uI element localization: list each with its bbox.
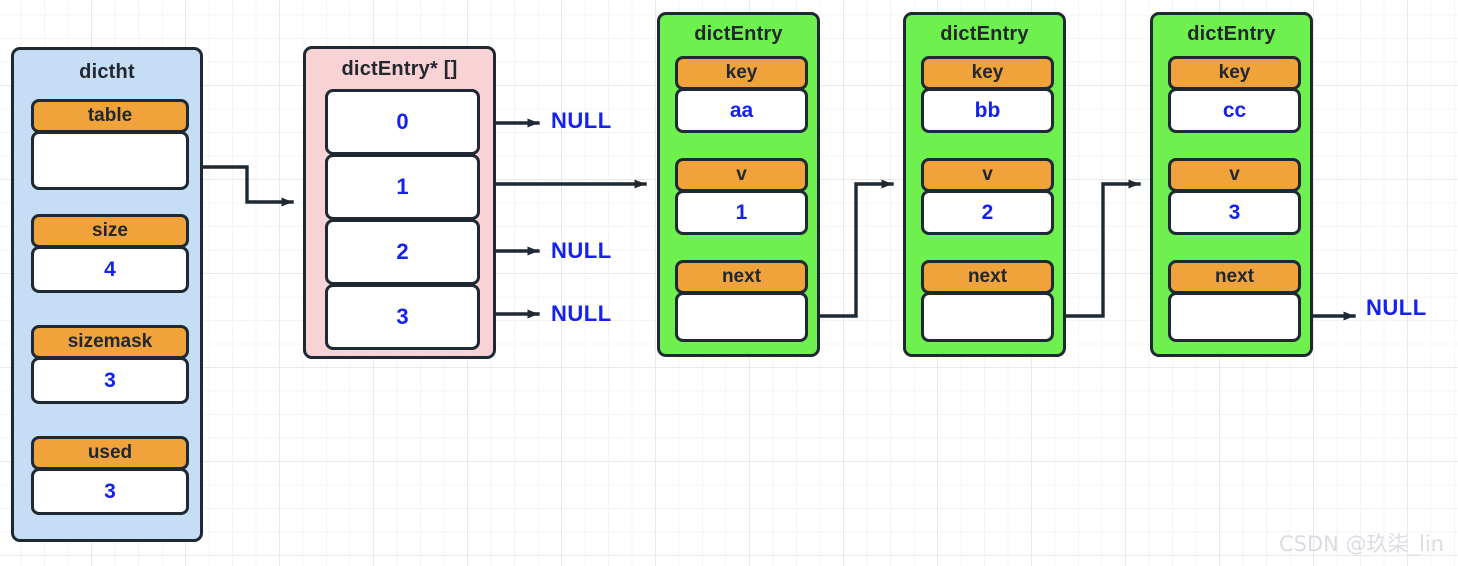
bucket-slot-2: 2 (325, 219, 480, 285)
field-value-sizemask: 3 (31, 357, 189, 404)
field-label-used: used (31, 436, 189, 470)
dict-entry-title: dictEntry (1187, 23, 1276, 45)
entry-label-key: key (675, 56, 808, 90)
null-label-slot3: NULL (551, 301, 612, 326)
dict-entry-title: dictEntry (694, 23, 783, 45)
dictht-title: dictht (79, 61, 135, 83)
entry-label-v: v (675, 158, 808, 192)
entry-label-key: key (1168, 56, 1301, 90)
entry-value-v: 1 (675, 190, 808, 235)
null-label-slot0: NULL (551, 108, 612, 133)
entry-label-next: next (675, 260, 808, 294)
entry-value-key: aa (675, 88, 808, 133)
field-value-table (31, 131, 189, 190)
entry-value-v: 2 (921, 190, 1054, 235)
null-label-slot2: NULL (551, 238, 612, 263)
entry-value-next (675, 292, 808, 342)
entry-label-key: key (921, 56, 1054, 90)
null-label-chain-tail: NULL (1366, 295, 1427, 320)
bucket-slot-0: 0 (325, 89, 480, 155)
field-label-sizemask: sizemask (31, 325, 189, 359)
field-label-size: size (31, 214, 189, 248)
entry-label-v: v (1168, 158, 1301, 192)
entry-value-v: 3 (1168, 190, 1301, 235)
dict-entry-title: dictEntry (940, 23, 1029, 45)
dict-entry-node-1: dictEntry key bb v 2 next (903, 12, 1066, 357)
bucket-slot-3: 3 (325, 284, 480, 350)
dict-entry-node-2: dictEntry key cc v 3 next (1150, 12, 1313, 357)
dictht-struct: dictht table size 4 sizemask 3 used 3 (11, 47, 203, 542)
entry-label-next: next (921, 260, 1054, 294)
entry-label-next: next (1168, 260, 1301, 294)
arrow-table-to-array (201, 165, 294, 207)
dict-entry-node-0: dictEntry key aa v 1 next (657, 12, 820, 357)
field-value-size: 4 (31, 246, 189, 293)
entry-value-next (1168, 292, 1301, 342)
bucket-array: dictEntry* [] 0 1 2 3 (303, 46, 496, 359)
watermark: CSDN @玖柒_lin (1278, 532, 1444, 556)
bucket-array-title: dictEntry* [] (341, 58, 458, 80)
field-value-used: 3 (31, 468, 189, 515)
field-label-table: table (31, 99, 189, 133)
entry-value-next (921, 292, 1054, 342)
bucket-slot-1: 1 (325, 154, 480, 220)
entry-value-key: cc (1168, 88, 1301, 133)
entry-value-key: bb (921, 88, 1054, 133)
entry-label-v: v (921, 158, 1054, 192)
